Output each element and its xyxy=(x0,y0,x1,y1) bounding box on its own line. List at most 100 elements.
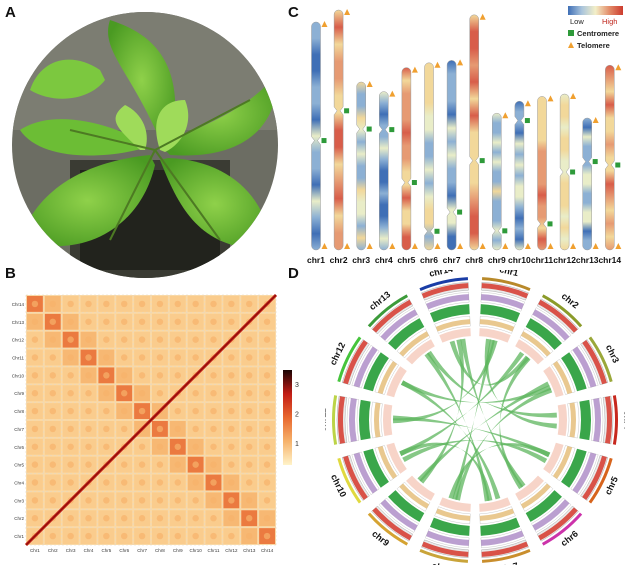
track-gc xyxy=(515,475,544,501)
chromosome-label: chr9 xyxy=(488,255,506,265)
heatmap-block-center xyxy=(228,425,235,433)
heatmap-y-label: Chr14 xyxy=(12,302,25,307)
heatmap-block-center xyxy=(31,318,39,325)
heatmap-block-center xyxy=(174,336,182,343)
heatmap-block-center xyxy=(228,497,235,504)
telomere-marker xyxy=(457,243,464,249)
heatmap-block-center xyxy=(49,372,56,379)
circos-sector-chr6: chr6 xyxy=(515,475,583,548)
synteny-link xyxy=(460,338,526,488)
heatmap-x-label: Chr5 xyxy=(101,548,111,553)
heatmap-block-center xyxy=(85,461,92,468)
track-gene-density xyxy=(525,490,562,522)
heatmap-block-center xyxy=(263,497,271,504)
heatmap-block-center xyxy=(85,532,92,540)
heatmap-block-center xyxy=(228,390,235,397)
heatmap-block-center xyxy=(121,515,128,522)
heatmap-block-center xyxy=(67,461,74,468)
heatmap-block-center xyxy=(138,461,146,468)
heatmap-block-center xyxy=(49,425,56,433)
legend-centromere-label: Centromere xyxy=(577,29,619,38)
centromere-marker xyxy=(615,162,621,168)
heatmap-block-center xyxy=(103,300,110,308)
karyotype-band xyxy=(332,395,338,445)
chromosome-body xyxy=(401,67,412,251)
synteny-link xyxy=(424,352,490,502)
centromere-marker xyxy=(592,159,598,165)
heatmap-block-center xyxy=(156,443,164,450)
heatmap-block-center xyxy=(121,425,128,433)
telomere-marker xyxy=(570,93,577,99)
telomere-marker xyxy=(502,243,509,249)
centromere-marker xyxy=(457,209,463,215)
karyotype-band xyxy=(367,512,409,546)
heatmap-block-center xyxy=(103,425,110,433)
heatmap-block-center xyxy=(121,336,128,343)
heatmap-block-center xyxy=(192,336,199,343)
heatmap-block-center xyxy=(121,390,128,397)
heatmap-block-center xyxy=(67,390,74,397)
circos-sector-chr10: chr10 xyxy=(329,442,407,504)
chromosome-chr11: chr11 xyxy=(531,95,554,265)
centromere-marker xyxy=(479,158,485,164)
synteny-link xyxy=(499,356,531,490)
track-gc xyxy=(439,497,471,512)
circos-chromosome-label: chr11 xyxy=(325,408,327,432)
heatmap-block-center xyxy=(246,425,253,433)
chromosome-body xyxy=(333,9,344,251)
heatmap-block-center xyxy=(174,425,182,433)
heatmap-block-center xyxy=(67,515,74,522)
heatmap-block-center xyxy=(138,318,146,325)
heatmap-x-label: Chr9 xyxy=(173,548,183,553)
chromosome-chr5: chr5 xyxy=(397,66,418,265)
heatmap-x-label: Chr3 xyxy=(66,548,76,553)
circos-chromosome-label: chr3 xyxy=(604,343,621,364)
heatmap-block-center xyxy=(103,497,110,504)
heatmap-block-center xyxy=(49,497,56,504)
heatmap-block-center xyxy=(174,354,182,361)
chromosome-label: chr1 xyxy=(307,255,325,265)
chromosome-body xyxy=(605,64,615,251)
heatmap-block-center xyxy=(31,354,39,361)
chromosome-body xyxy=(356,81,366,251)
heatmap-block-center xyxy=(103,372,110,379)
heatmap-x-label: Chr2 xyxy=(48,548,58,553)
telomere-marker xyxy=(615,64,622,71)
telomere-marker xyxy=(592,117,599,123)
heatmap-block-center xyxy=(210,318,217,325)
heatmap-block-center xyxy=(49,318,56,325)
heatmap-block-center xyxy=(138,497,146,504)
heatmap-block-center xyxy=(121,372,128,379)
karyotype-band xyxy=(541,294,583,328)
chromosome-label: chr7 xyxy=(443,255,461,265)
track-gene-density xyxy=(561,352,587,392)
heatmap-block-center xyxy=(174,479,182,486)
heatmap-colorbar xyxy=(283,370,292,465)
heatmap-block-center xyxy=(192,425,199,433)
heatmap-block-center xyxy=(49,390,56,397)
heatmap-block-center xyxy=(31,461,39,468)
heatmap-x-label: Chr10 xyxy=(190,548,203,553)
karyotype-band xyxy=(541,512,583,546)
centromere-marker xyxy=(547,221,553,227)
track-gc xyxy=(386,442,407,474)
heatmap-block-center xyxy=(174,497,182,504)
heatmap-block-center xyxy=(210,515,217,522)
synteny-link xyxy=(448,443,551,500)
telomere-marker xyxy=(411,66,418,73)
centromere-marker xyxy=(344,108,350,114)
circos-sector-chr7: chr7 xyxy=(479,497,531,565)
heatmap-block-center xyxy=(246,461,253,468)
telomere-marker xyxy=(592,243,599,249)
heatmap-block-center xyxy=(85,443,92,450)
track-gc xyxy=(515,339,544,365)
circos-sector-chr14: chr14 xyxy=(419,270,471,343)
heatmap-block-center xyxy=(121,479,128,486)
heatmap-block-center xyxy=(156,497,164,504)
heatmap-block-center xyxy=(246,336,253,343)
chromosome-body xyxy=(424,62,434,251)
chromosome-body xyxy=(311,21,321,251)
heatmap-y-label: Chr11 xyxy=(12,356,24,361)
heatmap-block-center xyxy=(246,372,253,379)
chromosome-label: chr8 xyxy=(465,255,483,265)
